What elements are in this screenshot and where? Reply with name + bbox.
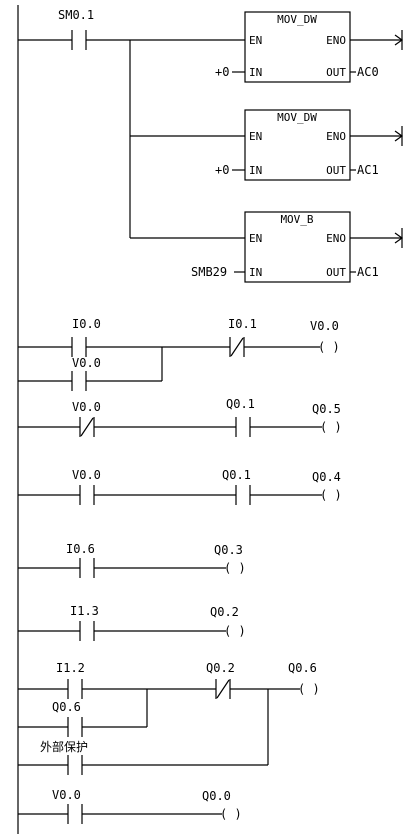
box-in: IN — [249, 266, 262, 279]
contact-label-v0-0: V0.0 — [72, 468, 101, 482]
contact-label-i0-0: I0.0 — [72, 317, 101, 331]
coil-q0-5[interactable]: ( ) — [320, 420, 342, 434]
no-contact-i0-6[interactable] — [79, 558, 95, 578]
no-contact-v0-0[interactable] — [67, 804, 83, 824]
nc-contact-q0-2[interactable] — [215, 679, 231, 699]
mov-dw-box-2[interactable]: MOV_DW EN ENO IN OUT — [244, 109, 351, 181]
box-out: OUT — [326, 266, 346, 279]
box-en: EN — [249, 130, 262, 143]
box-eno: ENO — [326, 232, 346, 245]
rung-8: V0.0 Q0.0 ( ) — [18, 788, 242, 824]
no-contact-q0-1[interactable] — [235, 485, 251, 505]
box-eno: ENO — [326, 34, 346, 47]
coil-q0-0[interactable]: ( ) — [220, 807, 242, 821]
no-contact-i1-2[interactable] — [67, 679, 83, 699]
rung-6: I1.3 Q0.2 ( ) — [18, 604, 246, 641]
rung-5: I0.6 Q0.3 ( ) — [18, 542, 246, 578]
box-en: EN — [249, 232, 262, 245]
contact-label-i0-6: I0.6 — [66, 542, 95, 556]
box3-input-value: SMB29 — [191, 265, 227, 279]
contact-label-q0-1: Q0.1 — [222, 468, 251, 482]
coil-label-q0-5: Q0.5 — [312, 402, 341, 416]
rung-1: SM0.1 MOV_DW EN ENO IN OUT +0 AC0 MOV_DW — [18, 8, 404, 283]
no-contact-q0-6[interactable] — [67, 717, 83, 737]
coil-q0-6[interactable]: ( ) — [298, 682, 320, 696]
no-contact-v0-0[interactable] — [79, 485, 95, 505]
coil-label-v0-0: V0.0 — [310, 319, 339, 333]
contact-label-q0-2: Q0.2 — [206, 661, 235, 675]
rung-2: I0.0 V0.0 I0.1 V0.0 ( ) — [18, 317, 340, 391]
mov-dw-box-1[interactable]: MOV_DW EN ENO IN OUT — [244, 11, 351, 83]
contact-label-v0-0: V0.0 — [72, 400, 101, 414]
coil-q0-4[interactable]: ( ) — [320, 488, 342, 502]
box-title: MOV_DW — [277, 111, 317, 124]
coil-label-q0-6: Q0.6 — [288, 661, 317, 675]
contact-label-i0-1: I0.1 — [228, 317, 257, 331]
box-in: IN — [249, 164, 262, 177]
contact-label-v0-0: V0.0 — [52, 788, 81, 802]
nc-contact-i0-1[interactable] — [229, 337, 245, 357]
coil-v0-0[interactable]: ( ) — [318, 340, 340, 354]
contact-label-q0-6: Q0.6 — [52, 700, 81, 714]
box-eno: ENO — [326, 130, 346, 143]
no-contact-v0-0[interactable] — [71, 371, 87, 391]
nc-contact-v0-0[interactable] — [79, 417, 95, 437]
contact-label-external-protection: 外部保护 — [40, 739, 88, 754]
box-title: MOV_DW — [277, 13, 317, 26]
contact-label-sm0-1: SM0.1 — [58, 8, 94, 22]
contact-label-v0-0: V0.0 — [72, 356, 101, 370]
contact-label-i1-2: I1.2 — [56, 661, 85, 675]
no-contact-sm0-1[interactable] — [71, 30, 87, 50]
box1-input-value: +0 — [215, 65, 229, 79]
contact-label-i1-3: I1.3 — [70, 604, 99, 618]
no-contact-i1-3[interactable] — [79, 621, 95, 641]
box1-output-value: AC0 — [357, 65, 379, 79]
no-contact-external-protection[interactable] — [67, 755, 83, 775]
no-contact-q0-1[interactable] — [235, 417, 251, 437]
coil-label-q0-3: Q0.3 — [214, 543, 243, 557]
box-in: IN — [249, 66, 262, 79]
box-en: EN — [249, 34, 262, 47]
box2-output-value: AC1 — [357, 163, 379, 177]
box3-output-value: AC1 — [357, 265, 379, 279]
box-title: MOV_B — [280, 213, 313, 226]
rung-3: V0.0 Q0.1 Q0.5 ( ) — [18, 397, 342, 437]
coil-label-q0-4: Q0.4 — [312, 470, 341, 484]
coil-q0-2[interactable]: ( ) — [224, 624, 246, 638]
rung-7: I1.2 Q0.6 外部保护 Q0.2 Q0.6 ( ) — [18, 661, 320, 775]
contact-label-q0-1: Q0.1 — [226, 397, 255, 411]
rung-4: V0.0 Q0.1 Q0.4 ( ) — [18, 468, 342, 505]
mov-b-box[interactable]: MOV_B EN ENO IN OUT — [244, 211, 351, 283]
box-out: OUT — [326, 164, 346, 177]
box2-input-value: +0 — [215, 163, 229, 177]
coil-q0-3[interactable]: ( ) — [224, 561, 246, 575]
box-out: OUT — [326, 66, 346, 79]
coil-label-q0-0: Q0.0 — [202, 789, 231, 803]
no-contact-i0-0[interactable] — [71, 337, 87, 357]
coil-label-q0-2: Q0.2 — [210, 605, 239, 619]
